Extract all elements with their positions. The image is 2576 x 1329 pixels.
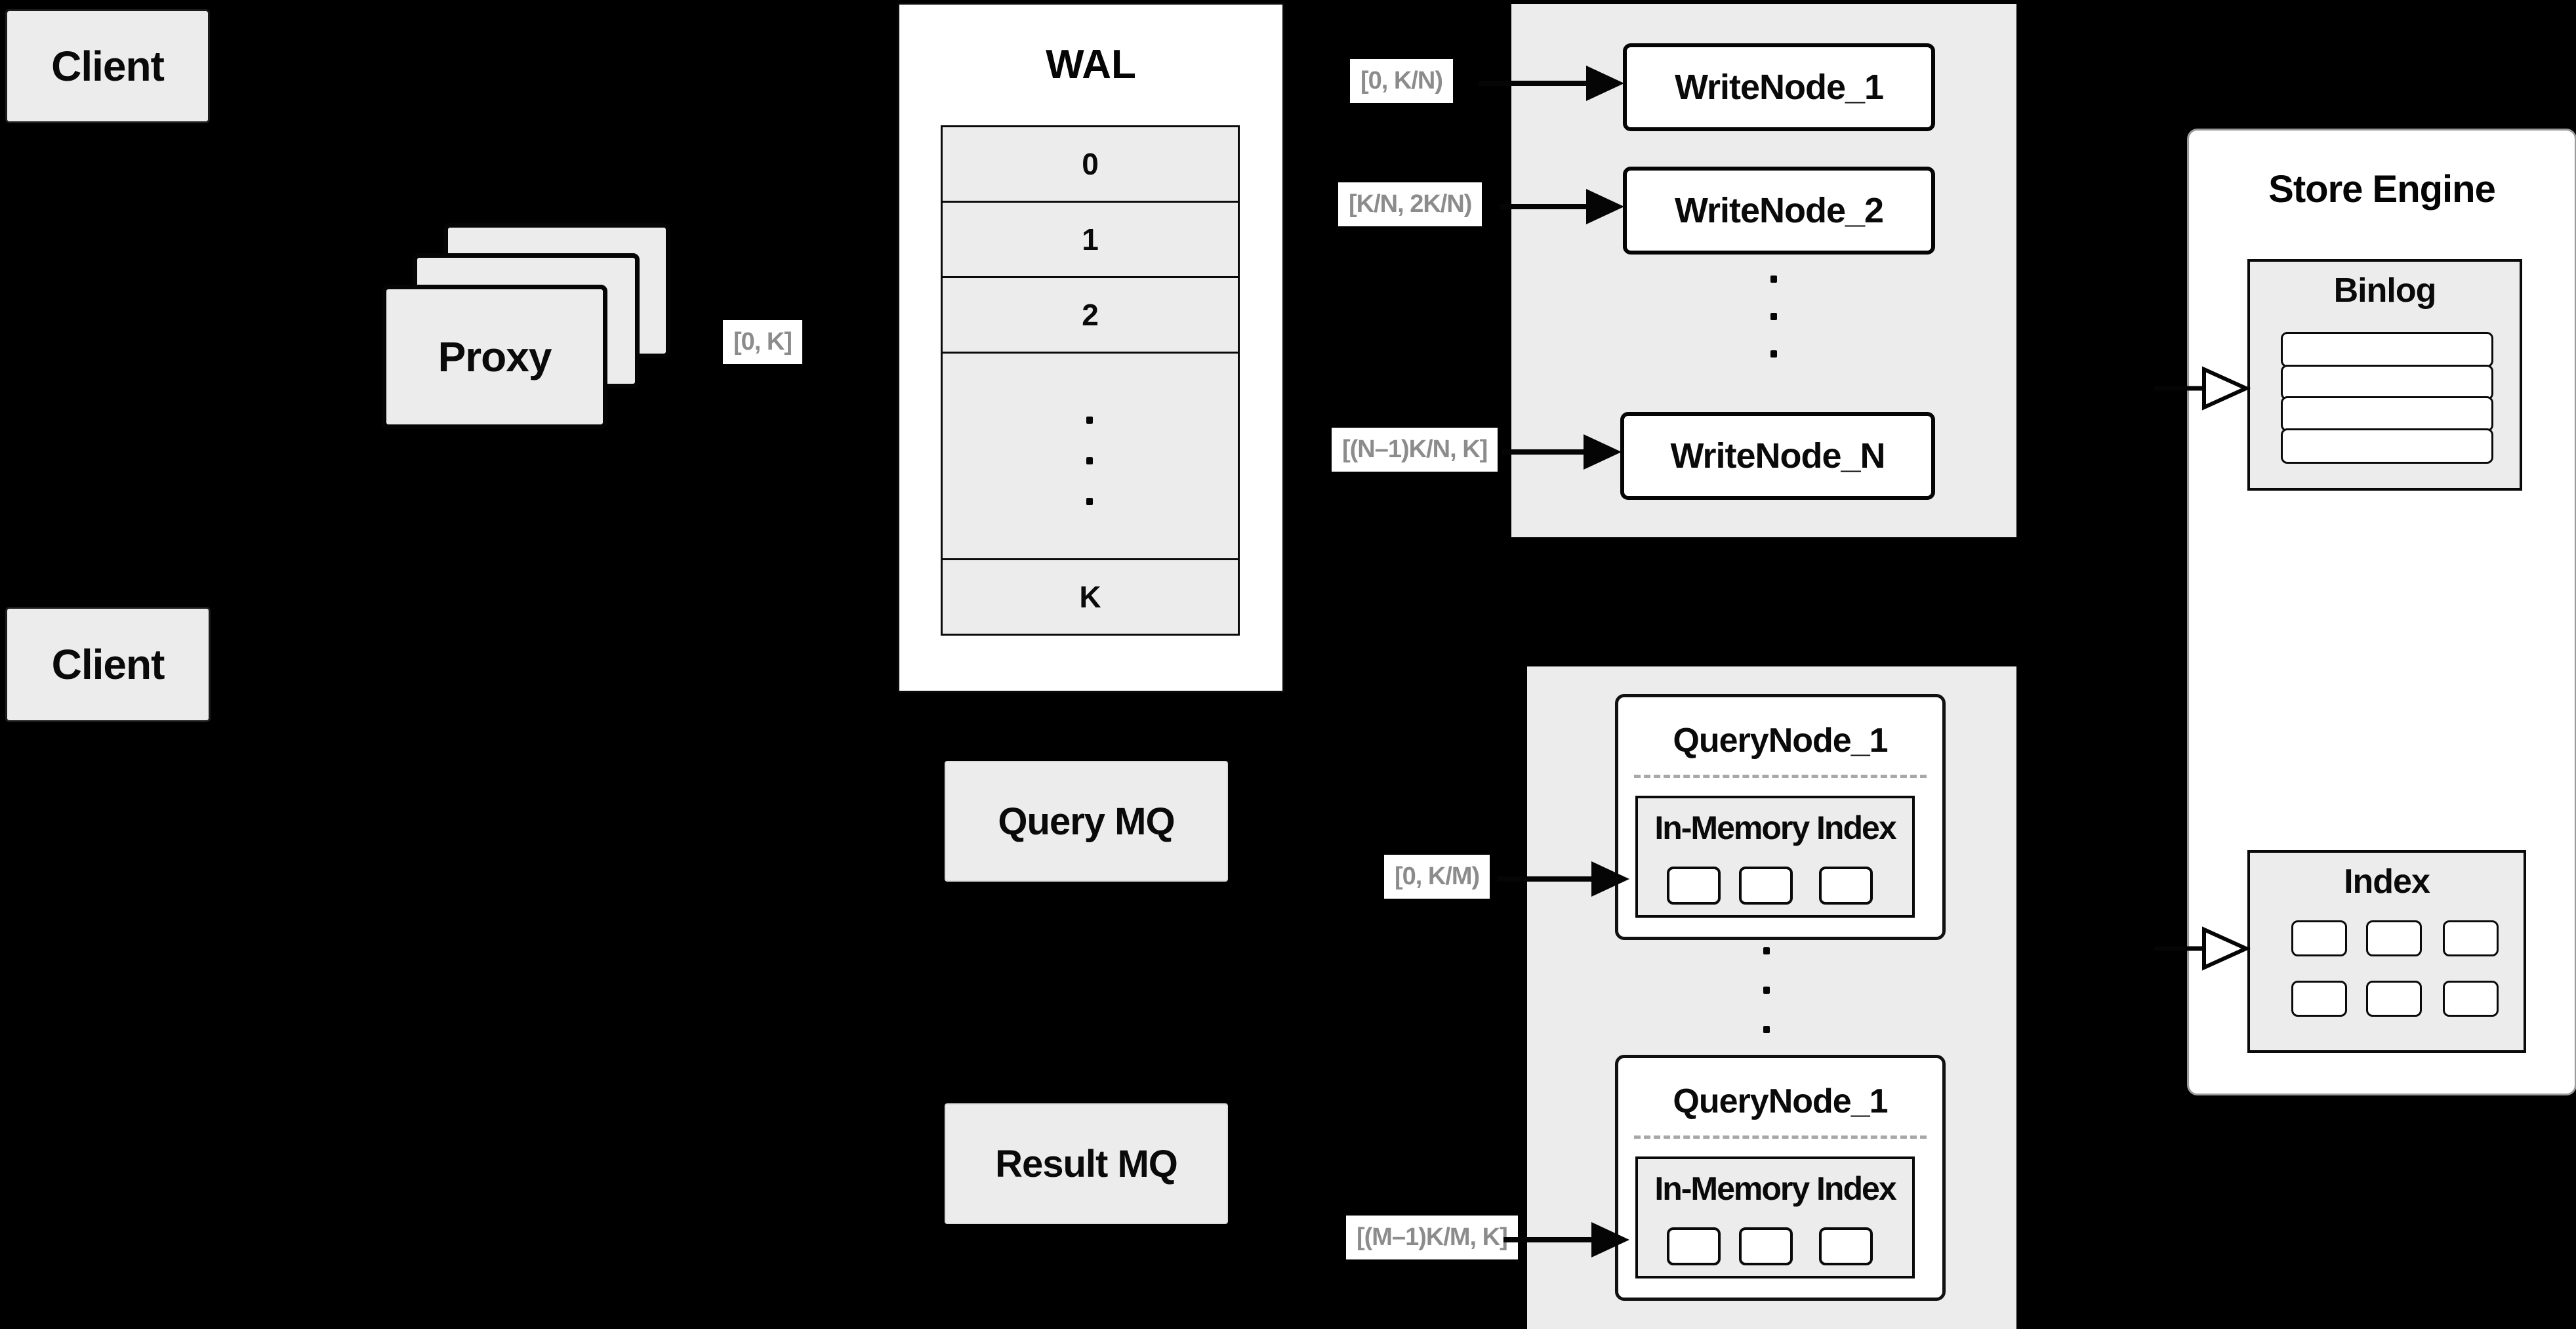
index-cell <box>2366 981 2422 1017</box>
index-segment <box>1739 867 1793 905</box>
write-node-1-label: WriteNode_1 <box>1674 68 1884 107</box>
write-node-2: WriteNode_2 <box>1623 167 1935 255</box>
index-segment <box>1739 1227 1793 1265</box>
binlog-title: Binlog <box>2333 272 2437 310</box>
in-memory-index-title: In-Memory Index <box>1654 809 1896 846</box>
ellipsis-dot <box>1086 457 1093 464</box>
write-node-n-label: WriteNode_N <box>1670 436 1885 476</box>
client-box-top: Client <box>5 9 210 123</box>
binlog-row <box>2281 365 2493 400</box>
client-box-bottom: Client <box>5 607 211 722</box>
result-mq-label: Result MQ <box>995 1142 1178 1185</box>
index-cell <box>2443 920 2499 956</box>
binlog-row <box>2281 428 2493 464</box>
ellipsis-dot <box>1763 947 1770 954</box>
query-mq-box: Query MQ <box>945 761 1228 882</box>
index-cell <box>2291 920 2347 956</box>
range-label-writenode-1: [0, K/N) <box>1350 59 1453 103</box>
ellipsis-dot <box>1770 350 1777 358</box>
write-node-2-label: WriteNode_2 <box>1674 191 1884 230</box>
ellipsis-dot <box>1763 1026 1770 1033</box>
range-label-querynode-1: [0, K/M) <box>1384 855 1490 899</box>
binlog-row <box>2281 332 2493 367</box>
result-mq-box: Result MQ <box>945 1103 1228 1224</box>
store-engine-box: Store Engine Binlog Index <box>2187 129 2576 1095</box>
write-node-1: WriteNode_1 <box>1623 43 1935 131</box>
binlog-box: Binlog <box>2247 259 2522 491</box>
index-segment <box>1819 1227 1873 1265</box>
binlog-row <box>2281 396 2493 432</box>
ellipsis-dot <box>1763 987 1770 994</box>
proxy-label: Proxy <box>438 333 552 380</box>
wal-cell-1: 1 <box>941 201 1240 278</box>
wal-title: WAL <box>1046 42 1136 87</box>
index-cell <box>2291 981 2347 1017</box>
client-label: Client <box>51 43 165 90</box>
ellipsis-dot <box>1770 313 1777 320</box>
index-cell <box>2443 981 2499 1017</box>
index-segment <box>1819 867 1873 905</box>
proxy-box: Proxy <box>382 285 607 429</box>
query-node-1-title: QueryNode_1 <box>1673 722 1888 760</box>
in-memory-index-title: In-Memory Index <box>1654 1170 1896 1207</box>
write-node-n: WriteNode_N <box>1620 412 1935 500</box>
range-label-proxy-wal: [0, K] <box>723 320 802 364</box>
index-title: Index <box>2344 863 2430 901</box>
wal-cell-ellipsis <box>941 352 1240 560</box>
range-label-writenode-2: [K/N, 2K/N) <box>1338 182 1482 226</box>
ellipsis-dot <box>1770 276 1777 283</box>
wal-cell-k: K <box>941 558 1240 636</box>
ellipsis-dot <box>1086 498 1093 505</box>
wal-cell-2: 2 <box>941 276 1240 354</box>
query-node-2-title: QueryNode_1 <box>1673 1082 1888 1120</box>
index-box: Index <box>2247 850 2526 1053</box>
index-segment <box>1667 867 1721 905</box>
store-engine-title: Store Engine <box>2268 168 2496 211</box>
client-label: Client <box>51 641 165 688</box>
index-segment <box>1667 1227 1721 1265</box>
in-memory-index-box: In-Memory Index <box>1635 1156 1915 1278</box>
query-node-2: QueryNode_1 In-Memory Index <box>1615 1055 1946 1301</box>
dashed-divider <box>1634 1135 1927 1139</box>
range-label-writenode-n: [(N–1)K/N, K] <box>1332 428 1498 472</box>
ellipsis-dot <box>1086 417 1093 424</box>
wal-table: 0 1 2 K <box>941 125 1240 636</box>
dashed-divider <box>1634 775 1927 778</box>
query-node-1: QueryNode_1 In-Memory Index <box>1615 694 1946 940</box>
wal-cell-0: 0 <box>941 125 1240 203</box>
query-mq-label: Query MQ <box>998 800 1175 843</box>
wal-box: WAL 0 1 2 K <box>897 3 1284 693</box>
index-cell <box>2366 920 2422 956</box>
range-label-querynode-2: [(M–1)K/M, K] <box>1346 1216 1518 1259</box>
in-memory-index-box: In-Memory Index <box>1635 796 1915 918</box>
